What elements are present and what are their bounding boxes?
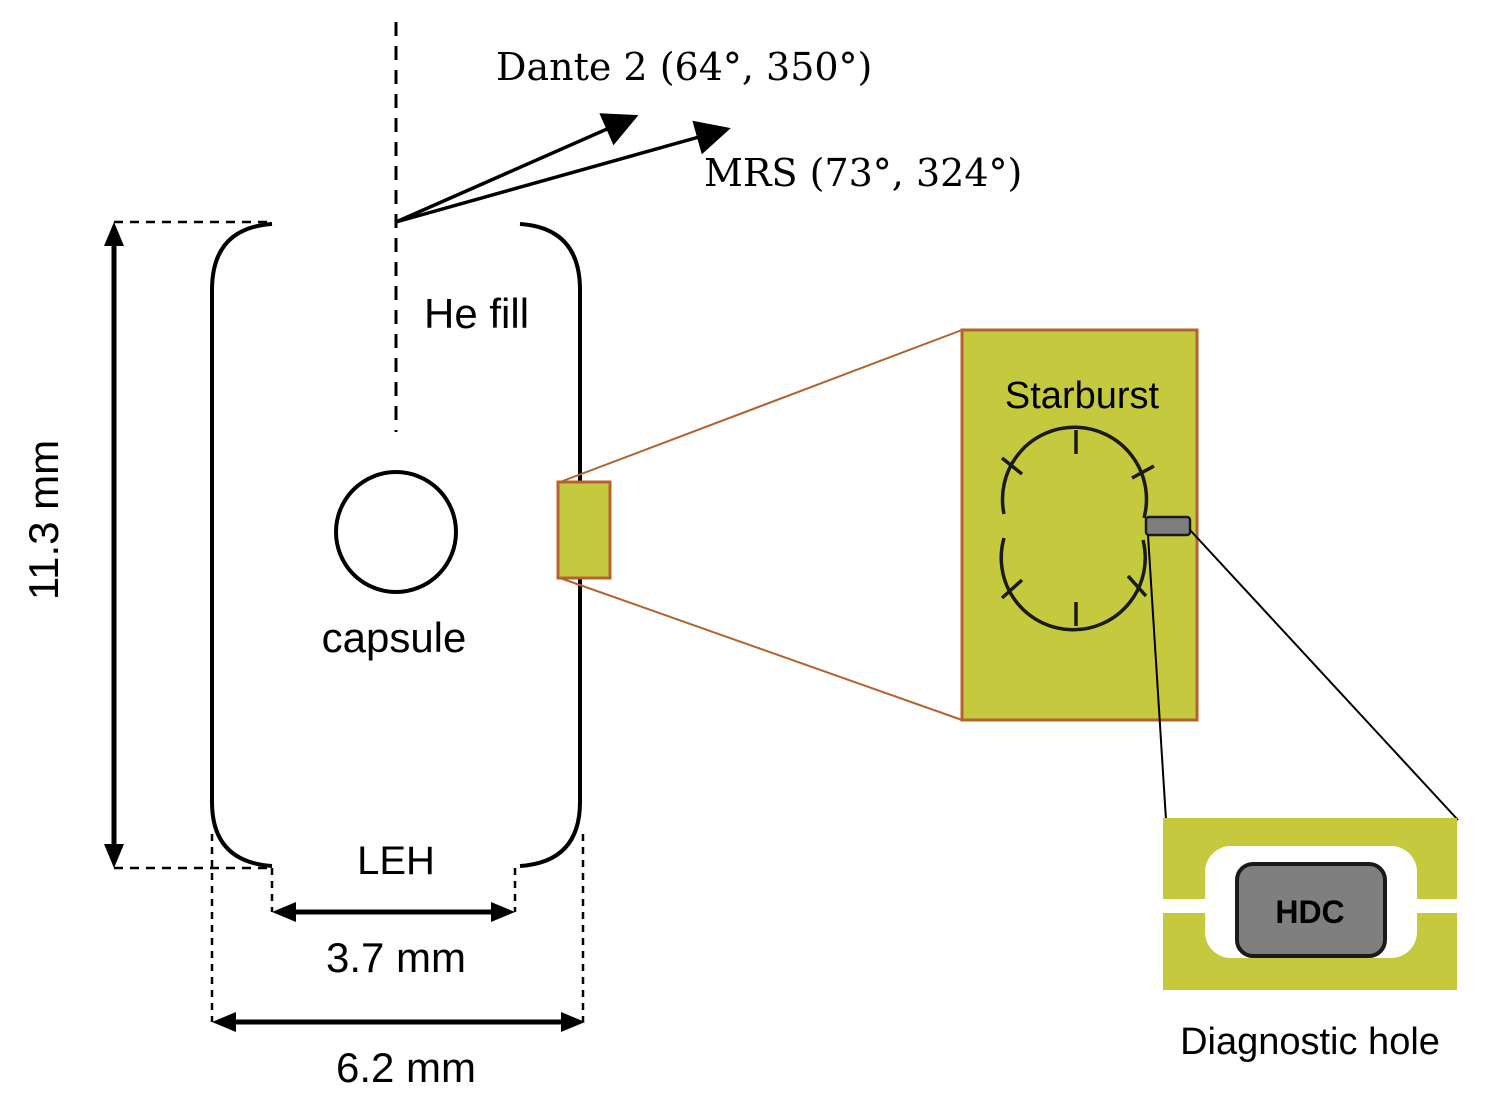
height-label: 11.3 mm (20, 440, 67, 600)
spike-lower-left (1000, 578, 1024, 600)
spike-lower-right (1126, 574, 1148, 598)
width-arrowhead-left (212, 1012, 236, 1032)
hole-zoom-line-right (1189, 529, 1459, 821)
leh-label: LEH (357, 839, 435, 883)
hdc-label: HDC (1275, 894, 1344, 930)
capsule-circle (334, 470, 458, 594)
diagnostic-hole-label: Diagnostic hole (1180, 1021, 1440, 1063)
wall-patch (556, 480, 612, 580)
zoom-line-bottom (559, 577, 963, 721)
diagnostic-hole-gap-left (1163, 899, 1213, 913)
leh-arrowhead-left (272, 902, 296, 922)
mrs-arrow (395, 120, 731, 224)
leh-arrowhead-right (491, 902, 515, 922)
hole-zoom-line-left (1147, 534, 1167, 821)
starburst-arc-lower (999, 537, 1147, 632)
starburst-spikes (1000, 430, 1155, 626)
dante-arrow (395, 113, 639, 224)
height-arrowhead-bottom (104, 844, 124, 868)
height-arrowhead-top (104, 222, 124, 246)
capsule-label: capsule (322, 614, 467, 661)
mrs-label: MRS (73°, 324°) (704, 151, 1022, 195)
spike-upper-left (1000, 456, 1024, 476)
zoom-line-top (559, 329, 963, 483)
spike-upper-right (1131, 464, 1155, 480)
dante-label: Dante 2 (64°, 350°) (496, 45, 872, 89)
leh-width-label: 3.7 mm (326, 934, 466, 981)
starburst-label: Starburst (1005, 375, 1160, 417)
hohlraum-left-wall (210, 222, 273, 868)
hdc-box (1235, 862, 1387, 958)
hdc-marker (1144, 515, 1192, 537)
width-label: 6.2 mm (336, 1044, 476, 1091)
width-arrowhead-right (561, 1012, 585, 1032)
he-fill-label: He fill (424, 290, 529, 337)
starburst-arc-upper (1000, 425, 1149, 519)
diagnostic-hole-gap-right (1410, 899, 1457, 913)
